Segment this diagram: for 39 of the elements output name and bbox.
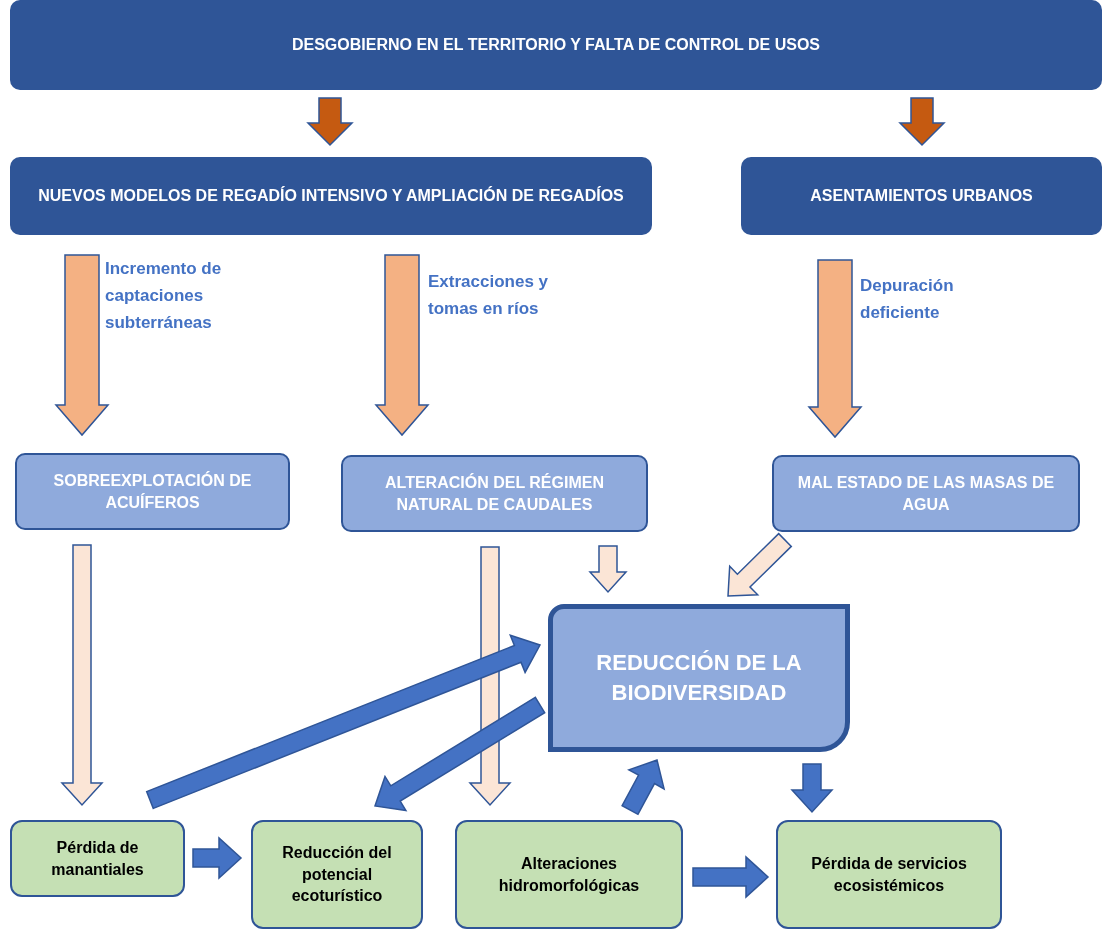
edge-label: Incremento de captaciones subterráneas	[105, 258, 223, 335]
block-arrow	[807, 259, 863, 439]
block-arrow	[374, 696, 546, 812]
block-arrow	[60, 544, 104, 807]
block-arrow	[727, 532, 793, 597]
impact-box	[776, 820, 1002, 929]
box-text: Reducción del potencial ecoturístico	[281, 843, 393, 907]
box-text: ALTERACIÓN DEL RÉGIMEN NATURAL DE CAUDALES	[384, 472, 605, 515]
impact-box	[10, 820, 185, 897]
impact-box	[251, 820, 423, 929]
block-arrow	[306, 97, 354, 147]
effect-box	[15, 453, 290, 530]
box-text: MAL ESTADO DE LAS MASAS DE AGUA	[796, 472, 1056, 515]
box-text: NUEVOS MODELOS DE REGADÍO INTENSIVO Y AMPLIACIÓN DE REGADÍOS	[38, 185, 624, 207]
block-arrow	[692, 855, 770, 899]
block-arrow	[898, 97, 946, 147]
box-text: REDUCCIÓN DE LA BIODIVERSIDAD	[595, 649, 803, 707]
cause-banner	[741, 157, 1102, 235]
edge-label: Depuración deficiente	[860, 275, 955, 325]
box-text: ASENTAMIENTOS URBANOS	[810, 186, 1033, 207]
cause-banner	[10, 0, 1102, 90]
cause-banner	[10, 157, 652, 235]
block-arrow	[374, 254, 430, 437]
box-text: DESGOBIERNO EN EL TERRITORIO Y FALTA DE CONTROL DE USOS	[291, 35, 821, 56]
impact-box	[455, 820, 683, 929]
block-arrow	[790, 763, 834, 814]
block-arrow	[192, 836, 243, 880]
box-text: Alteraciones hidromorfológicas	[497, 853, 641, 896]
block-arrow	[54, 254, 110, 437]
block-arrow	[145, 634, 542, 810]
block-arrow	[588, 545, 628, 594]
box-text: SOBREEXPLOTACIÓN DE ACUÍFEROS	[52, 470, 253, 513]
effect-box	[772, 455, 1080, 532]
block-arrow	[621, 759, 666, 816]
central-effect-box	[548, 604, 850, 752]
box-text: Pérdida de manantiales	[50, 837, 145, 880]
edge-label: Extracciones y tomas en ríos	[428, 271, 549, 321]
box-text: Pérdida de servicios ecosistémicos	[810, 853, 968, 896]
effect-box	[341, 455, 648, 532]
